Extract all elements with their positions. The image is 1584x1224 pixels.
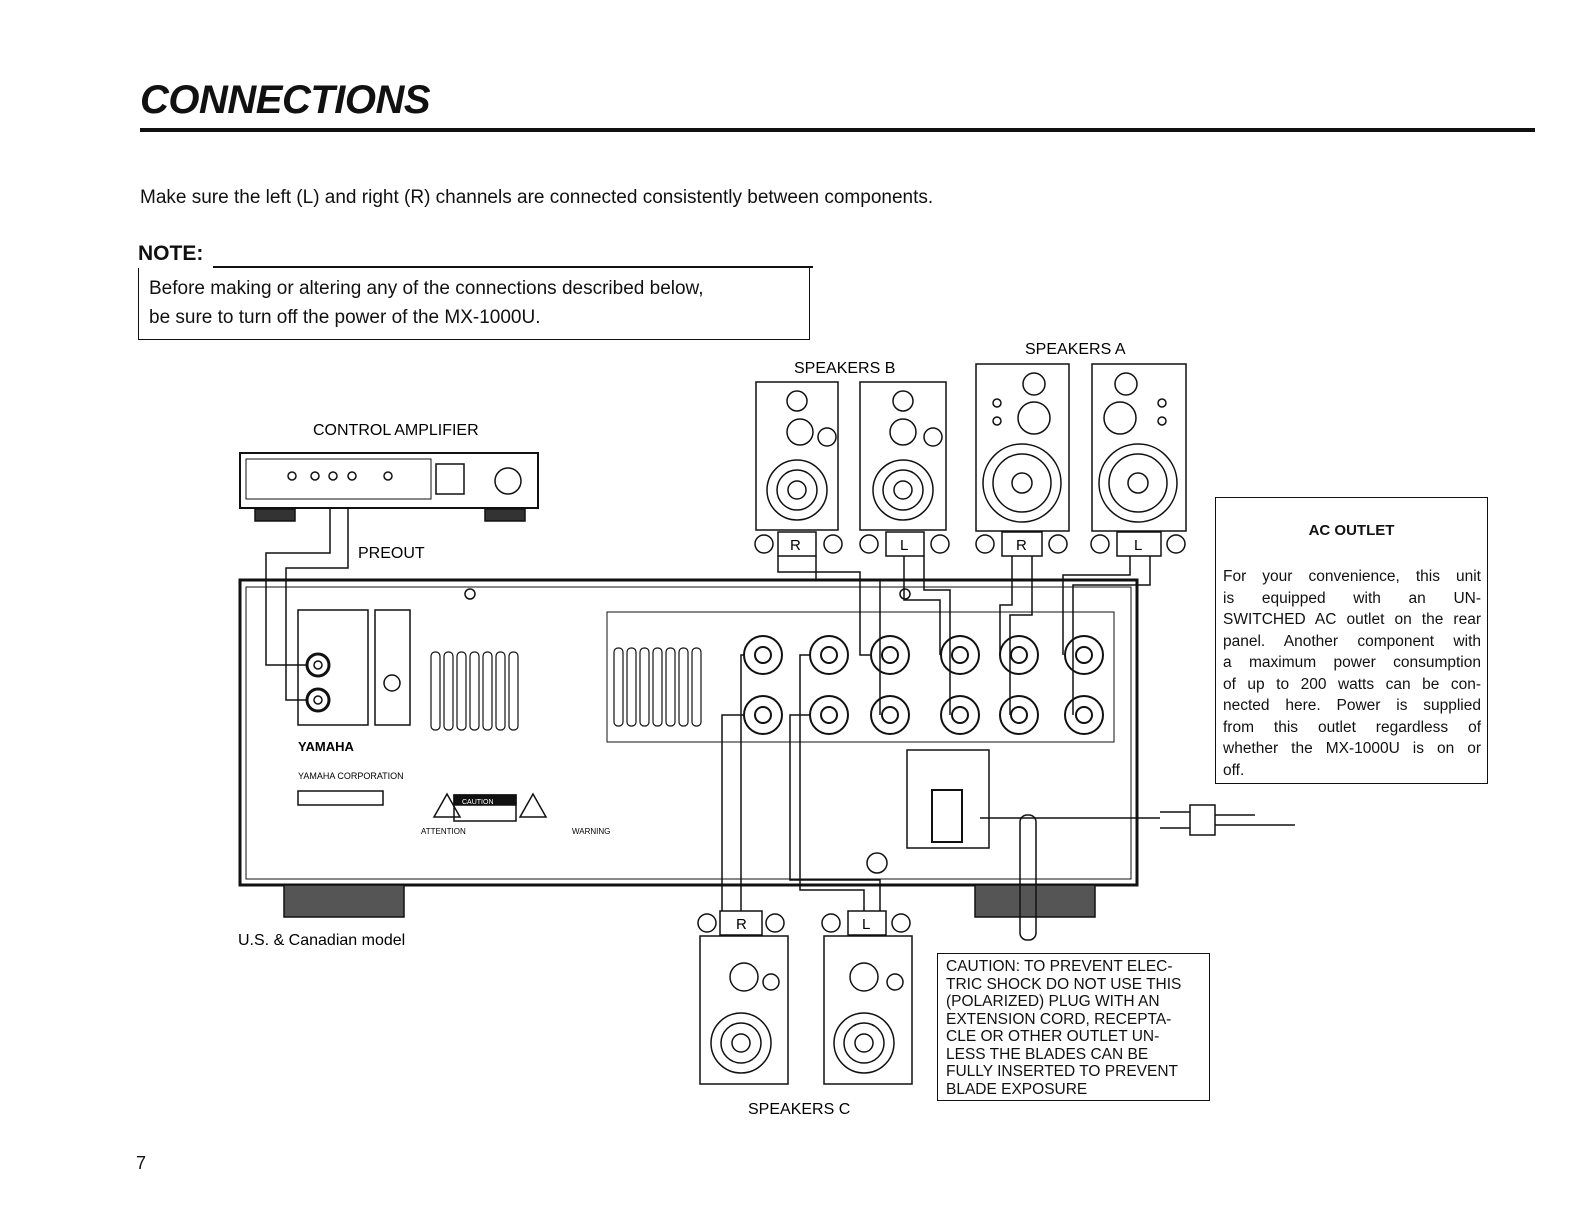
caution-line: CLE OR OTHER OUTLET UN- <box>946 1028 1160 1045</box>
caution-line: TRIC SHOCK DO NOT USE THIS <box>946 975 1182 993</box>
page-title: CONNECTIONS <box>140 78 431 122</box>
speakers-a <box>975 363 1187 532</box>
speakers-c <box>699 935 913 1085</box>
corporation-label: YAMAHA CORPORATION <box>298 771 404 781</box>
control-amplifier <box>239 452 539 522</box>
caution-sticker: CAUTION <box>462 799 494 806</box>
note-rule <box>213 266 813 268</box>
speaker-terminals <box>743 635 1104 735</box>
ac-outlet-line: whether the MX-1000U is on or <box>1223 740 1481 757</box>
intro-text: Make sure the left (L) and right (R) cha… <box>140 187 934 208</box>
channel-label-r: R <box>1016 537 1027 554</box>
brand-label: YAMAHA <box>298 739 354 754</box>
ac-outlet-line: nected here. Power is supplied <box>1223 697 1481 714</box>
attention-label: ATTENTION <box>421 827 466 836</box>
caution-line: (POLARIZED) PLUG WITH AN <box>946 993 1160 1010</box>
title-rule <box>140 128 1535 132</box>
preout-label: PREOUT <box>358 545 425 562</box>
mx-1000u-rear-panel <box>238 578 1139 918</box>
wiring <box>265 508 1295 941</box>
caution-line: BLADE EXPOSURE <box>946 1080 1088 1098</box>
speakers-b <box>755 381 947 531</box>
channel-label-l: L <box>1134 537 1142 554</box>
warning-triangle-icon <box>518 792 548 818</box>
ac-outlet-line: from this outlet regardless of <box>1223 718 1481 736</box>
ac-outlet-box: AC OUTLET For your convenience, this uni… <box>1215 497 1488 784</box>
ac-outlet-line: SWITCHED AC outlet on the rear <box>1223 611 1481 628</box>
control-amplifier-label: CONTROL AMPLIFIER <box>313 422 479 439</box>
caution-line: FULLY INSERTED TO PREVENT <box>946 1063 1178 1080</box>
warning-label: WARNING <box>572 827 610 836</box>
speakers-a-label: SPEAKERS A <box>1025 341 1126 358</box>
ac-outlet-title: AC OUTLET <box>1308 522 1395 539</box>
caution-box: CAUTION: TO PREVENT ELEC- TRIC SHOCK DO … <box>937 953 1210 1101</box>
note-label: NOTE: <box>138 242 204 265</box>
ac-outlet-line: panel. Another component with <box>1223 632 1481 650</box>
model-note: U.S. & Canadian model <box>238 932 405 949</box>
note-box: Before making or altering any of the con… <box>138 268 810 340</box>
caution-line: LESS THE BLADES CAN BE <box>946 1045 1149 1063</box>
speaker-terminal-labels <box>697 531 1186 936</box>
speakers-b-label: SPEAKERS B <box>794 360 895 377</box>
note-line: Before making or altering any of the con… <box>149 278 704 299</box>
caution-line: CAUTION: TO PREVENT ELEC- <box>946 958 1173 975</box>
channel-label-r: R <box>790 537 801 554</box>
ac-outlet-line: is equipped with an UN- <box>1223 589 1481 607</box>
ac-outlet-line: a maximum power consumption <box>1223 654 1481 671</box>
page-number: 7 <box>136 1153 147 1173</box>
caution-line: EXTENSION CORD, RECEPTA- <box>946 1010 1172 1028</box>
speakers-c-label: SPEAKERS C <box>748 1101 850 1118</box>
note-line: be sure to turn off the power of the MX-… <box>149 307 541 328</box>
channel-label-l: L <box>862 916 870 933</box>
ac-outlet-line: For your convenience, this unit <box>1223 568 1481 585</box>
channel-label-r: R <box>736 916 747 933</box>
ac-outlet-line: of up to 200 watts can be con- <box>1223 675 1481 693</box>
ac-outlet-line: off. <box>1223 761 1245 779</box>
channel-label-l: L <box>900 537 908 554</box>
